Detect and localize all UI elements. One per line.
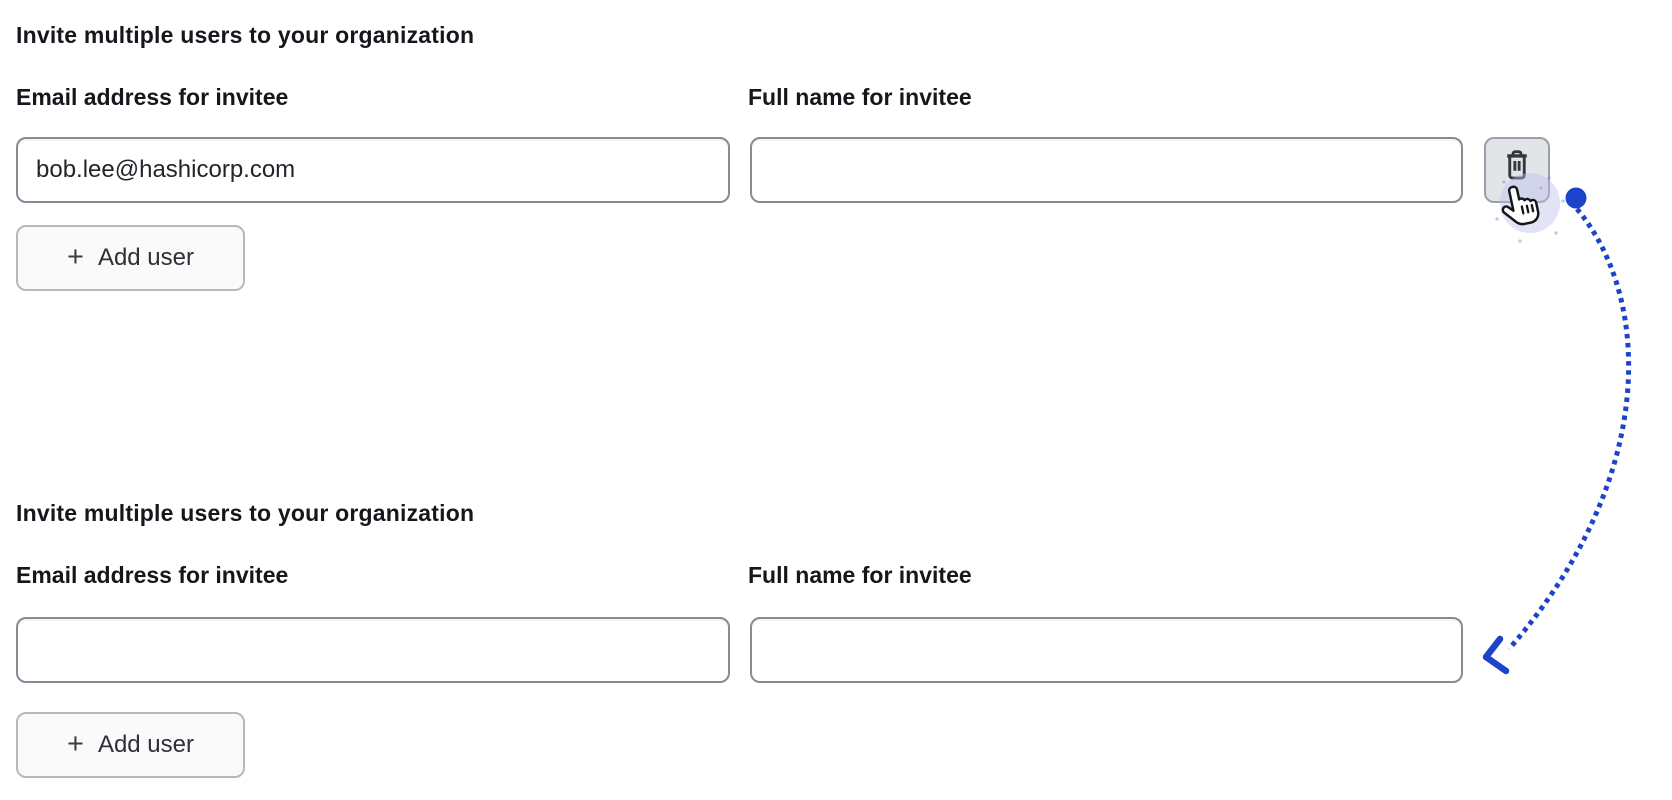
page-title-after: Invite multiple users to your organizati… — [16, 500, 475, 526]
add-user-button[interactable]: + Add user — [16, 225, 245, 291]
arrowhead-icon — [1482, 635, 1510, 675]
add-user-label-after: Add user — [97, 731, 194, 758]
delete-row-button[interactable] — [1484, 137, 1550, 203]
email-input[interactable] — [16, 137, 730, 203]
full-name-label-after: Full name for invitee — [748, 562, 972, 588]
plus-icon: + — [67, 240, 84, 273]
arrow-start-dot — [1565, 187, 1587, 209]
email-input-after[interactable] — [16, 617, 730, 683]
full-name-input-after[interactable] — [750, 617, 1463, 683]
email-label: Email address for invitee — [16, 84, 289, 110]
flow-arrow-arc — [1507, 207, 1632, 651]
plus-icon-after: + — [67, 727, 84, 760]
full-name-input[interactable] — [750, 137, 1463, 203]
page-title: Invite multiple users to your organizati… — [16, 22, 475, 48]
add-user-button-after[interactable]: + Add user — [16, 712, 245, 778]
email-label-after: Email address for invitee — [16, 562, 289, 588]
add-user-label: Add user — [97, 244, 194, 271]
trash-icon — [1507, 150, 1527, 180]
full-name-label: Full name for invitee — [748, 84, 972, 110]
